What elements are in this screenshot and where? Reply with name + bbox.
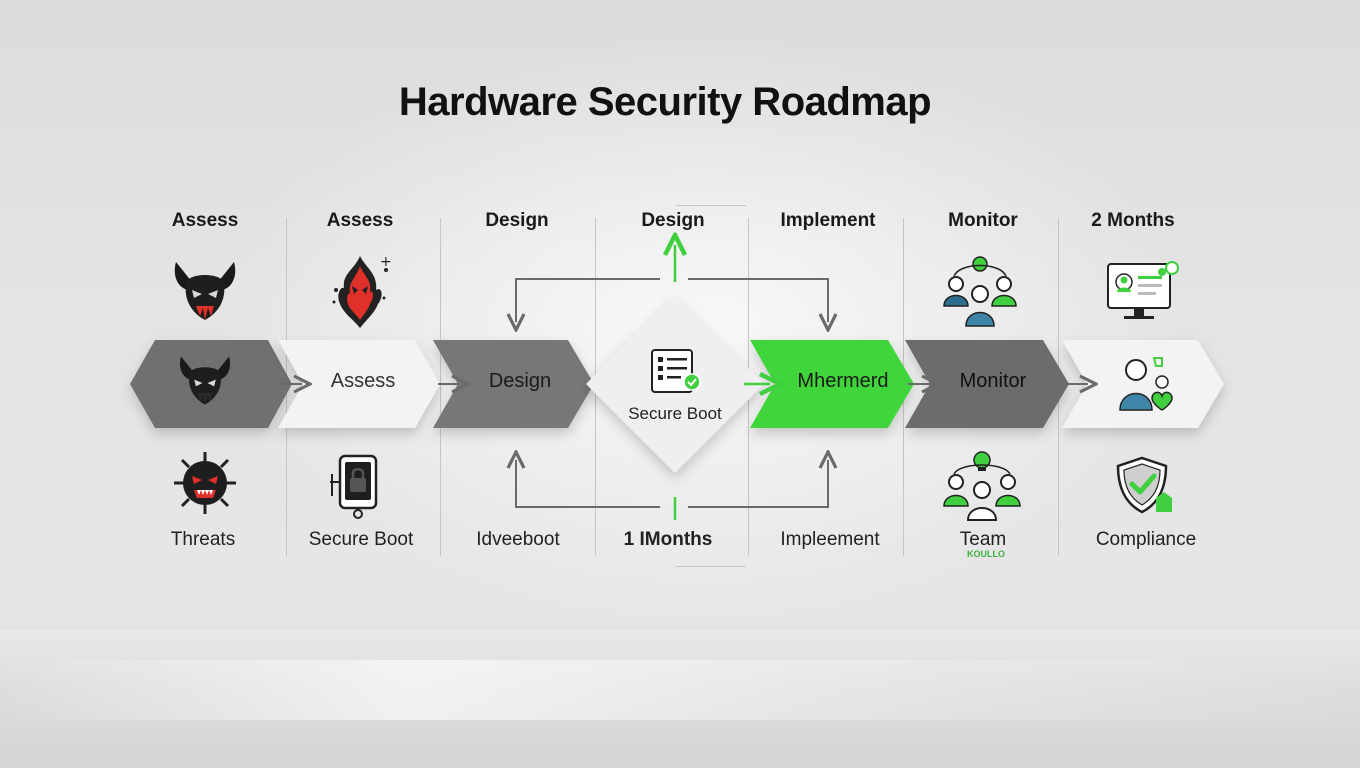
secure-device-icon [330, 454, 378, 519]
chevron-label-implement: Mhermerd [797, 370, 889, 392]
column-bottom-label: Threats [170, 529, 236, 550]
chevron-implement [750, 340, 914, 428]
shield-check-icon [1116, 456, 1172, 514]
column-top-label: Implement [780, 210, 876, 231]
column-bottom-label: Idveeboot [476, 529, 560, 550]
floor-light [0, 660, 1360, 720]
chevron-compliance [1062, 340, 1224, 428]
monitor-support-icon [1107, 261, 1179, 319]
column-top-label: 2 Months [1091, 210, 1175, 231]
svg-text:+: + [380, 254, 392, 270]
red-flame-splash-icon: + [332, 254, 392, 328]
diamond-label: Secure Boot [628, 404, 722, 423]
checklist-icon [651, 349, 701, 393]
chevron-label-design: Design [488, 370, 552, 392]
column-top-label: Assess [171, 210, 239, 231]
column-bottom-sublabel: KOULLO [967, 549, 1005, 559]
devil-mask-icon [174, 262, 236, 320]
column-top-label: Design [485, 210, 549, 231]
team-bulb-icon [943, 451, 1021, 521]
column-top-label: Assess [326, 210, 394, 231]
column-divider [440, 218, 441, 556]
user-heart-icon [1119, 357, 1173, 411]
column-bottom-label: Compliance [1095, 529, 1197, 550]
chevron-design [433, 340, 594, 428]
divider-cap [676, 205, 746, 206]
column-bottom-label: Secure Boot [308, 529, 414, 550]
column-bottom-label: 1 IMonths [623, 529, 713, 550]
column-bottom-label: Impleement [780, 529, 880, 550]
lower-connector [516, 460, 828, 520]
column-top-label: Design [641, 210, 705, 231]
chevron-monitor [905, 340, 1069, 428]
column-bottom-label: Team [959, 529, 1007, 550]
chevron-assess [278, 340, 440, 428]
upper-connector [516, 245, 828, 322]
virus-monster-icon [174, 452, 236, 514]
chevron-label-assess: Assess [330, 370, 396, 392]
divider-cap [676, 566, 746, 567]
team-network-icon [943, 256, 1017, 327]
devil-mask-icon [179, 356, 231, 405]
column-top-label: Monitor [948, 210, 1018, 231]
page-title: Hardware Security Roadmap [398, 80, 932, 124]
chevron-label-monitor: Monitor [959, 370, 1027, 392]
